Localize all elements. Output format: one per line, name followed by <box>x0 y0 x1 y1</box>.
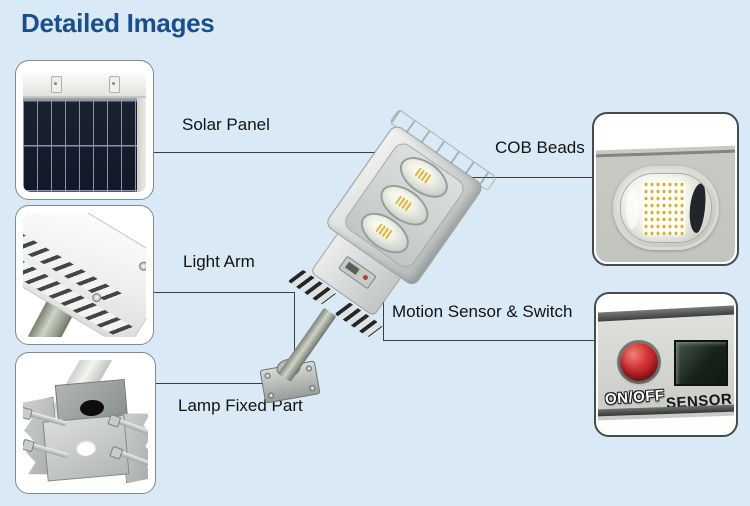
callout-line-light-arm-horizontal <box>153 292 295 293</box>
cob-beads-photo <box>592 112 739 266</box>
callout-line-lamp-fixed-part <box>155 383 268 384</box>
solar-panel-side-frame <box>137 98 146 192</box>
street-light-product <box>240 108 498 408</box>
lens-shadow <box>687 182 708 234</box>
label-cob-beads: COB Beads <box>495 138 585 157</box>
screw-icon <box>137 260 146 273</box>
on-off-button <box>620 343 658 381</box>
callout-line-motion-sensor-vertical <box>383 277 384 341</box>
motion-sensor-photo: ON/OFF SENSOR <box>594 292 738 437</box>
label-motion-sensor: Motion Sensor & Switch <box>392 302 573 321</box>
solar-panel-photo <box>15 60 154 200</box>
lens-highlight <box>626 189 639 229</box>
solar-panel-photo-content <box>23 68 146 192</box>
panel-clip-icon <box>51 76 62 93</box>
page-title: Detailed Images <box>21 8 215 38</box>
cob-beads-photo-content <box>596 116 735 262</box>
housing-glare <box>596 116 735 151</box>
lamp-arm-pole <box>277 307 336 382</box>
motion-sensor-photo-content: ON/OFF SENSOR <box>598 296 734 433</box>
led-lens <box>620 173 712 243</box>
solar-panel-frame-edge <box>23 73 146 98</box>
bolt-icon <box>264 372 272 380</box>
callout-line-motion-sensor-horizontal <box>383 340 594 341</box>
label-solar-panel: Solar Panel <box>182 115 270 134</box>
light-arm-photo-content <box>23 213 146 337</box>
sensor-switch-panel <box>338 255 377 290</box>
bolt-icon <box>267 392 275 399</box>
label-light-arm: Light Arm <box>183 252 255 271</box>
solar-cells-grid <box>23 98 137 192</box>
callout-line-light-arm-vertical <box>294 292 295 360</box>
cob-led-chip <box>643 181 685 235</box>
lamp-fixed-part-photo-content <box>23 360 148 486</box>
callout-line-solar-panel <box>153 152 382 153</box>
panel-clip-icon <box>109 76 120 93</box>
callout-line-cob-beads <box>442 177 592 178</box>
sensor-window <box>674 340 728 386</box>
lamp-fixed-part-photo <box>15 352 156 494</box>
led-lens-ring <box>613 166 719 250</box>
light-arm-photo <box>15 205 154 345</box>
